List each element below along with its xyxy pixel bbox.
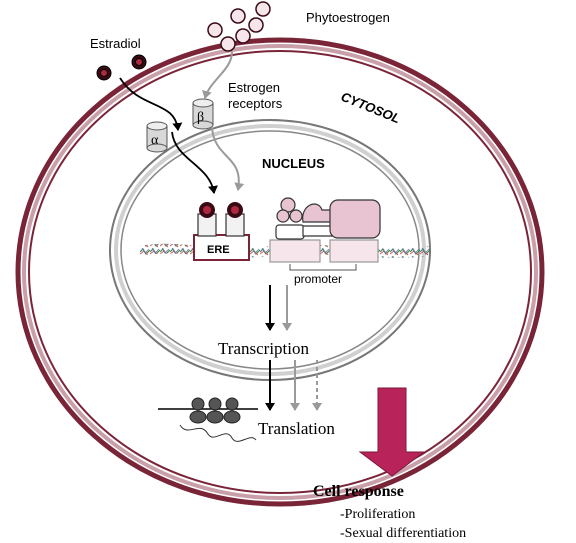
receptor-alpha-label: α bbox=[151, 133, 159, 148]
receptor-beta-label: β bbox=[197, 110, 204, 125]
cell-response-title: Cell response bbox=[313, 483, 404, 500]
cell-membrane bbox=[15, 37, 545, 507]
transcription-arrows bbox=[265, 285, 292, 331]
translation-arrows bbox=[265, 360, 322, 411]
estradiol-pathway-arrows bbox=[119, 77, 218, 194]
cell-response-arrow bbox=[358, 387, 426, 477]
phytoestrogen-label: Phytoestrogen bbox=[306, 10, 390, 25]
cell-response-item: -Sexual differentiation bbox=[340, 526, 466, 541]
receptor-beta-cylinder bbox=[192, 98, 214, 130]
phytoestrogen-pathway-arrows bbox=[202, 51, 245, 191]
ribosome-mrna bbox=[158, 397, 258, 442]
ere-label: ERE bbox=[207, 244, 230, 256]
estrogen-receptors-label-line1: Estrogen bbox=[228, 80, 280, 95]
phytoestrogen-molecules bbox=[207, 1, 271, 52]
estrogen-receptors-label-line2: receptors bbox=[228, 96, 283, 111]
promoter-region bbox=[269, 239, 379, 271]
estradiol-molecules bbox=[96, 54, 147, 81]
receptor-alpha-cylinder bbox=[146, 121, 168, 153]
estradiol-label: Estradiol bbox=[90, 36, 141, 51]
promoter-label: promoter bbox=[294, 272, 342, 286]
ere-complex bbox=[193, 202, 250, 261]
translation-label: Translation bbox=[258, 419, 335, 438]
cytosol-label: CYTOSOL bbox=[339, 89, 403, 126]
transcription-machinery bbox=[275, 197, 381, 240]
transcription-label: Transcription bbox=[218, 339, 309, 358]
nucleus-label: NUCLEUS bbox=[262, 156, 325, 171]
cell-response-item: -Proliferation bbox=[340, 507, 415, 522]
